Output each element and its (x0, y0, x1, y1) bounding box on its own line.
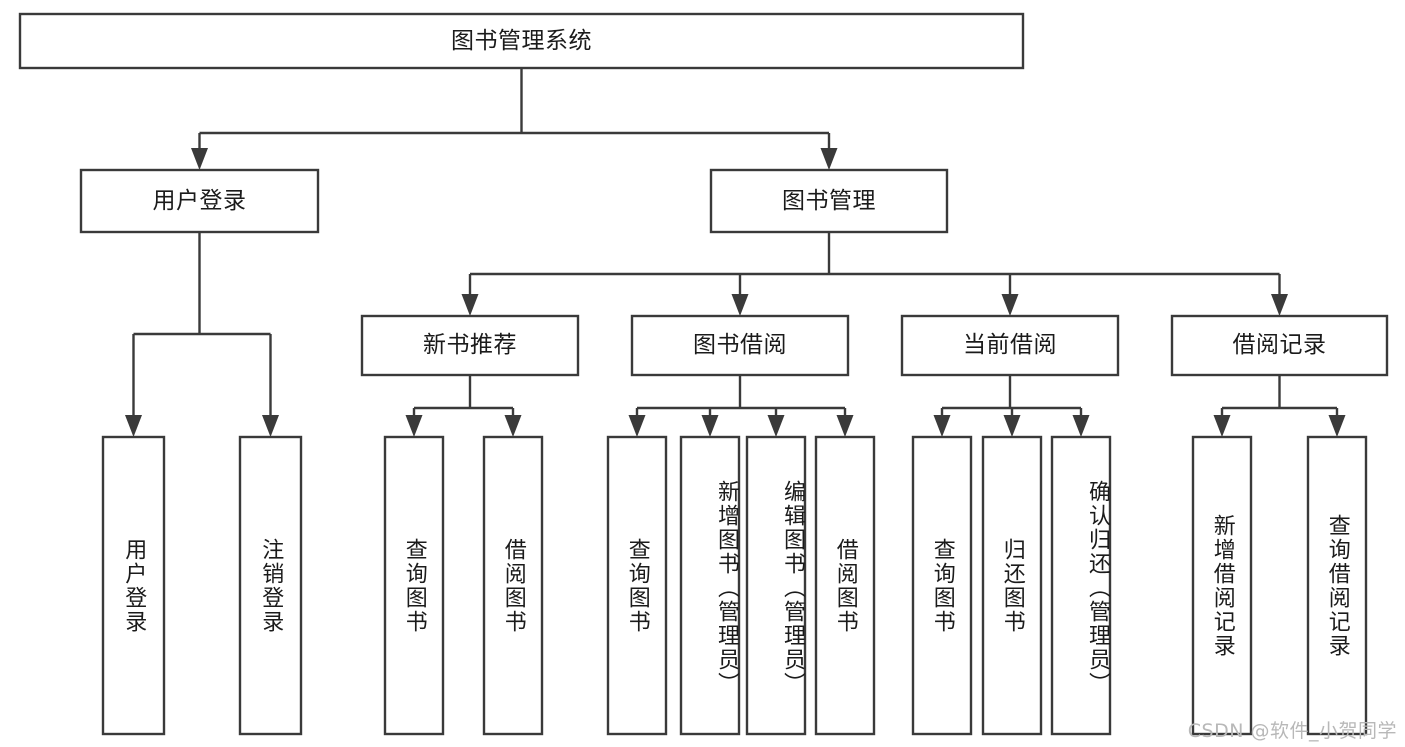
leaf-box-user-login[interactable] (101, 435, 166, 736)
node-root-box[interactable] (18, 12, 1025, 70)
node-new-book-recommend-box[interactable] (360, 314, 580, 377)
arrow-borrow-to-lend (836, 415, 854, 437)
leaf-box-query-book-3[interactable] (911, 435, 973, 736)
node-borrow-record-box[interactable] (1170, 314, 1389, 377)
node-book-borrow-box[interactable] (630, 314, 850, 377)
leaf-box-return-book[interactable] (981, 435, 1043, 736)
arrow-userlogin-to-login (125, 415, 142, 437)
arrow-borrow-to-edit (767, 415, 785, 437)
arrow-bookmgmt-to-record (1271, 294, 1288, 316)
arrow-borrow-to-add (701, 415, 719, 437)
arrow-newbook-to-query (405, 415, 423, 437)
node-box-layer (18, 12, 1389, 736)
arrow-bookmgmt-to-current (1001, 294, 1019, 316)
node-current-borrow-box[interactable] (900, 314, 1120, 377)
arrow-root-to-user-login (191, 148, 208, 170)
arrow-userlogin-to-logout (262, 415, 279, 437)
leaf-box-query-borrow-record[interactable] (1306, 435, 1368, 736)
leaf-box-query-book-2[interactable] (606, 435, 668, 736)
arrow-root-to-book-mgmt (820, 148, 838, 170)
leaf-box-logout[interactable] (238, 435, 303, 736)
arrow-newbook-to-borrow (504, 415, 522, 437)
node-user-login-box[interactable] (79, 168, 320, 234)
node-book-management-box[interactable] (709, 168, 949, 234)
arrow-bookmgmt-to-borrow (731, 294, 749, 316)
arrow-record-to-query (1328, 415, 1346, 437)
leaf-box-add-book-admin[interactable] (679, 435, 741, 736)
arrow-borrow-to-query (628, 415, 646, 437)
arrow-record-to-add (1213, 415, 1231, 437)
arrow-current-to-confirm (1072, 415, 1090, 437)
leaf-box-borrow-book-2[interactable] (814, 435, 876, 736)
arrow-bookmgmt-to-newbook (461, 294, 479, 316)
leaf-box-borrow-book-1[interactable] (482, 435, 544, 736)
leaf-box-query-book-1[interactable] (383, 435, 445, 736)
leaf-box-confirm-return-admin[interactable] (1050, 435, 1112, 736)
leaf-box-add-borrow-record[interactable] (1191, 435, 1253, 736)
arrow-current-to-query (933, 415, 951, 437)
arrow-current-to-return (1003, 415, 1021, 437)
leaf-box-edit-book-admin[interactable] (745, 435, 807, 736)
connector-layer (125, 68, 1346, 437)
